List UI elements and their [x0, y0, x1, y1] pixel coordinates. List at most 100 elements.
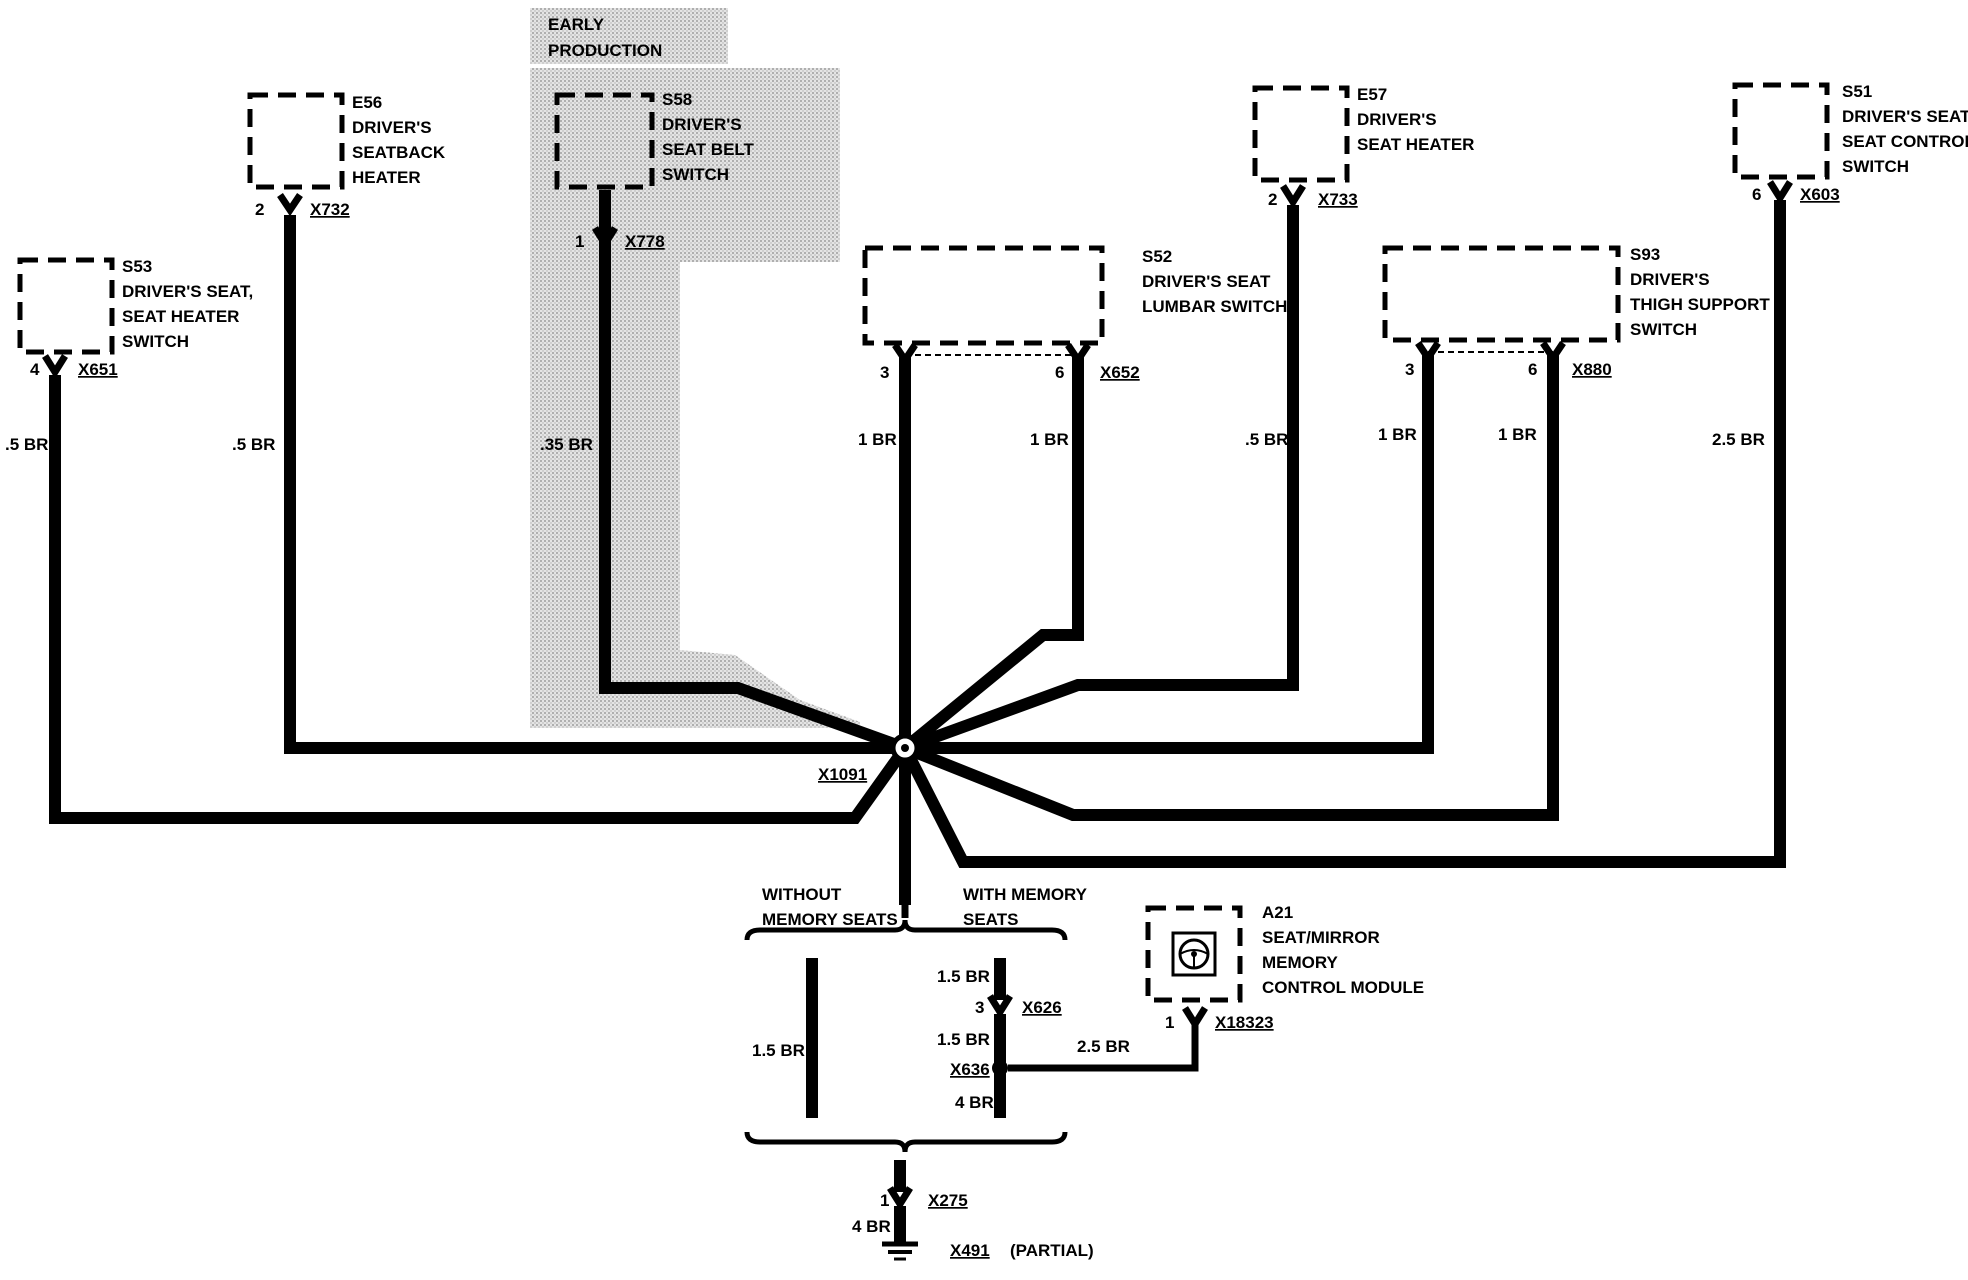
s93-line-2: THIGH SUPPORT — [1630, 295, 1770, 314]
s53-pin: 4 — [30, 360, 40, 379]
ground-point-label: X491 — [950, 1241, 990, 1260]
s52-line-2: LUMBAR SWITCH — [1142, 297, 1287, 316]
e56-connector: X732 — [310, 200, 350, 219]
s51-line-3: SWITCH — [1842, 157, 1909, 176]
s52-pin3-arrow — [892, 343, 918, 367]
ground-wires — [49, 200, 1786, 905]
e56-pin: 2 — [255, 200, 264, 219]
s58-line-2: SEAT BELT — [662, 140, 755, 159]
s53-line-1: DRIVER'S SEAT, — [122, 282, 253, 301]
component-s53: S53 DRIVER'S SEAT, SEAT HEATER SWITCH 4 … — [5, 257, 253, 454]
s52-wire-b-label: 1 BR — [1030, 430, 1069, 449]
s51-box — [1732, 82, 1830, 180]
s93-wire-b-label: 1 BR — [1498, 425, 1537, 444]
s51-connector: X603 — [1800, 185, 1840, 204]
a21-box — [1145, 905, 1243, 1003]
s51-wire-label: 2.5 BR — [1712, 430, 1765, 449]
option-bottom-bracket — [744, 1131, 1068, 1153]
splice-x1091: X1091 — [818, 733, 920, 784]
memory-seat-options: WITHOUT MEMORY SEATS WITH MEMORY SEATS 1… — [744, 885, 1199, 1153]
wire-s53 — [49, 375, 910, 824]
s52-box — [862, 245, 1105, 346]
s93-line-3: SWITCH — [1630, 320, 1697, 339]
without-memory-line-2: MEMORY SEATS — [762, 910, 898, 929]
s93-pin-a: 3 — [1405, 360, 1414, 379]
s93-box — [1382, 245, 1621, 343]
s93-pin-b: 6 — [1528, 360, 1537, 379]
s52-connector: X652 — [1100, 363, 1140, 382]
a21-link-wire — [1008, 1025, 1199, 1072]
s53-line-2: SEAT HEATER — [122, 307, 239, 326]
e56-pin-arrow — [277, 193, 303, 217]
a21-connector: X18323 — [1215, 1013, 1274, 1032]
e57-line-1: DRIVER'S — [1357, 110, 1437, 129]
splice-x636-dot — [992, 1060, 1008, 1076]
steering-wheel-icon — [1178, 938, 1210, 970]
s93-pin3-arrow — [1415, 341, 1441, 365]
splice-x636-label: X636 — [950, 1060, 990, 1079]
e56-line-1: DRIVER'S — [352, 118, 432, 137]
s93-id: S93 — [1630, 245, 1660, 264]
s53-connector: X651 — [78, 360, 118, 379]
ground-section: 1 X275 4 BR X491 (PARTIAL) — [852, 1160, 1094, 1261]
s58-line-1: DRIVER'S — [662, 115, 742, 134]
a21-line-3: CONTROL MODULE — [1262, 978, 1424, 997]
wire-e56 — [284, 215, 905, 754]
s58-id: S58 — [662, 90, 692, 109]
component-s58: S58 DRIVER'S SEAT BELT SWITCH 1 X778 .35… — [540, 90, 755, 454]
ground-note: (PARTIAL) — [1010, 1241, 1094, 1260]
component-e56: E56 DRIVER'S SEATBACK HEATER 2 X732 .5 B… — [232, 92, 446, 454]
e57-connector: X733 — [1318, 190, 1358, 209]
s53-line-3: SWITCH — [122, 332, 189, 351]
s58-pin-arrow — [592, 226, 618, 251]
with-memory-pin: 3 — [975, 998, 984, 1017]
a21-module-frame — [1171, 931, 1217, 977]
e56-line-3: HEATER — [352, 168, 421, 187]
component-s93: S93 DRIVER'S THIGH SUPPORT SWITCH 3 6 X8… — [1378, 245, 1770, 444]
e56-wire-label: .5 BR — [232, 435, 275, 454]
e56-line-2: SEATBACK — [352, 143, 446, 162]
e57-box — [1252, 85, 1350, 183]
with-memory-wire-mid-label: 1.5 BR — [937, 1030, 990, 1049]
s51-pin: 6 — [1752, 185, 1761, 204]
a21-pin: 1 — [1165, 1013, 1174, 1032]
wire-s58 — [599, 220, 908, 754]
ground-connector: X275 — [928, 1191, 968, 1210]
component-e57: E57 DRIVER'S SEAT HEATER 2 X733 .5 BR — [1245, 85, 1474, 449]
a21-wire-label: 2.5 BR — [1077, 1037, 1130, 1056]
with-memory-line-1: WITH MEMORY — [963, 885, 1088, 904]
with-memory-wire-top-label: 1.5 BR — [937, 967, 990, 986]
without-memory-line-1: WITHOUT — [762, 885, 842, 904]
component-s52: S52 DRIVER'S SEAT LUMBAR SWITCH 3 6 X652… — [858, 245, 1287, 449]
early-production-label-1: EARLY — [548, 15, 605, 34]
s53-id: S53 — [122, 257, 152, 276]
s58-box — [554, 92, 655, 190]
s52-pin-b: 6 — [1055, 363, 1064, 382]
ground-pin: 1 — [880, 1191, 889, 1210]
with-memory-line-2: SEATS — [963, 910, 1018, 929]
e57-line-2: SEAT HEATER — [1357, 135, 1474, 154]
wire-s93-pin3 — [905, 355, 1434, 754]
e56-box — [247, 92, 345, 190]
with-memory-connector: X626 — [1022, 998, 1062, 1017]
ground-wire-label: 4 BR — [852, 1217, 891, 1236]
wire-s51 — [899, 200, 1786, 868]
a21-line-1: SEAT/MIRROR — [1262, 928, 1380, 947]
wire-s93-pin6 — [902, 355, 1559, 821]
e57-id: E57 — [1357, 85, 1387, 104]
s58-wire-label: .35 BR — [540, 435, 593, 454]
s93-wire-a-label: 1 BR — [1378, 425, 1417, 444]
wire-s52-pin6 — [901, 355, 1084, 753]
e56-id: E56 — [352, 93, 382, 112]
s58-connector: X778 — [625, 232, 665, 251]
a21-id: A21 — [1262, 903, 1293, 922]
s53-pin-arrow — [42, 354, 68, 379]
with-memory-pin-arrow — [987, 994, 1013, 1019]
s52-pin-a: 3 — [880, 363, 889, 382]
without-memory-wire-label: 1.5 BR — [752, 1041, 805, 1060]
s52-wire-a-label: 1 BR — [858, 430, 897, 449]
e57-wire-label: .5 BR — [1245, 430, 1288, 449]
s51-pin-arrow — [1767, 180, 1793, 205]
e57-pin-arrow — [1280, 184, 1306, 209]
